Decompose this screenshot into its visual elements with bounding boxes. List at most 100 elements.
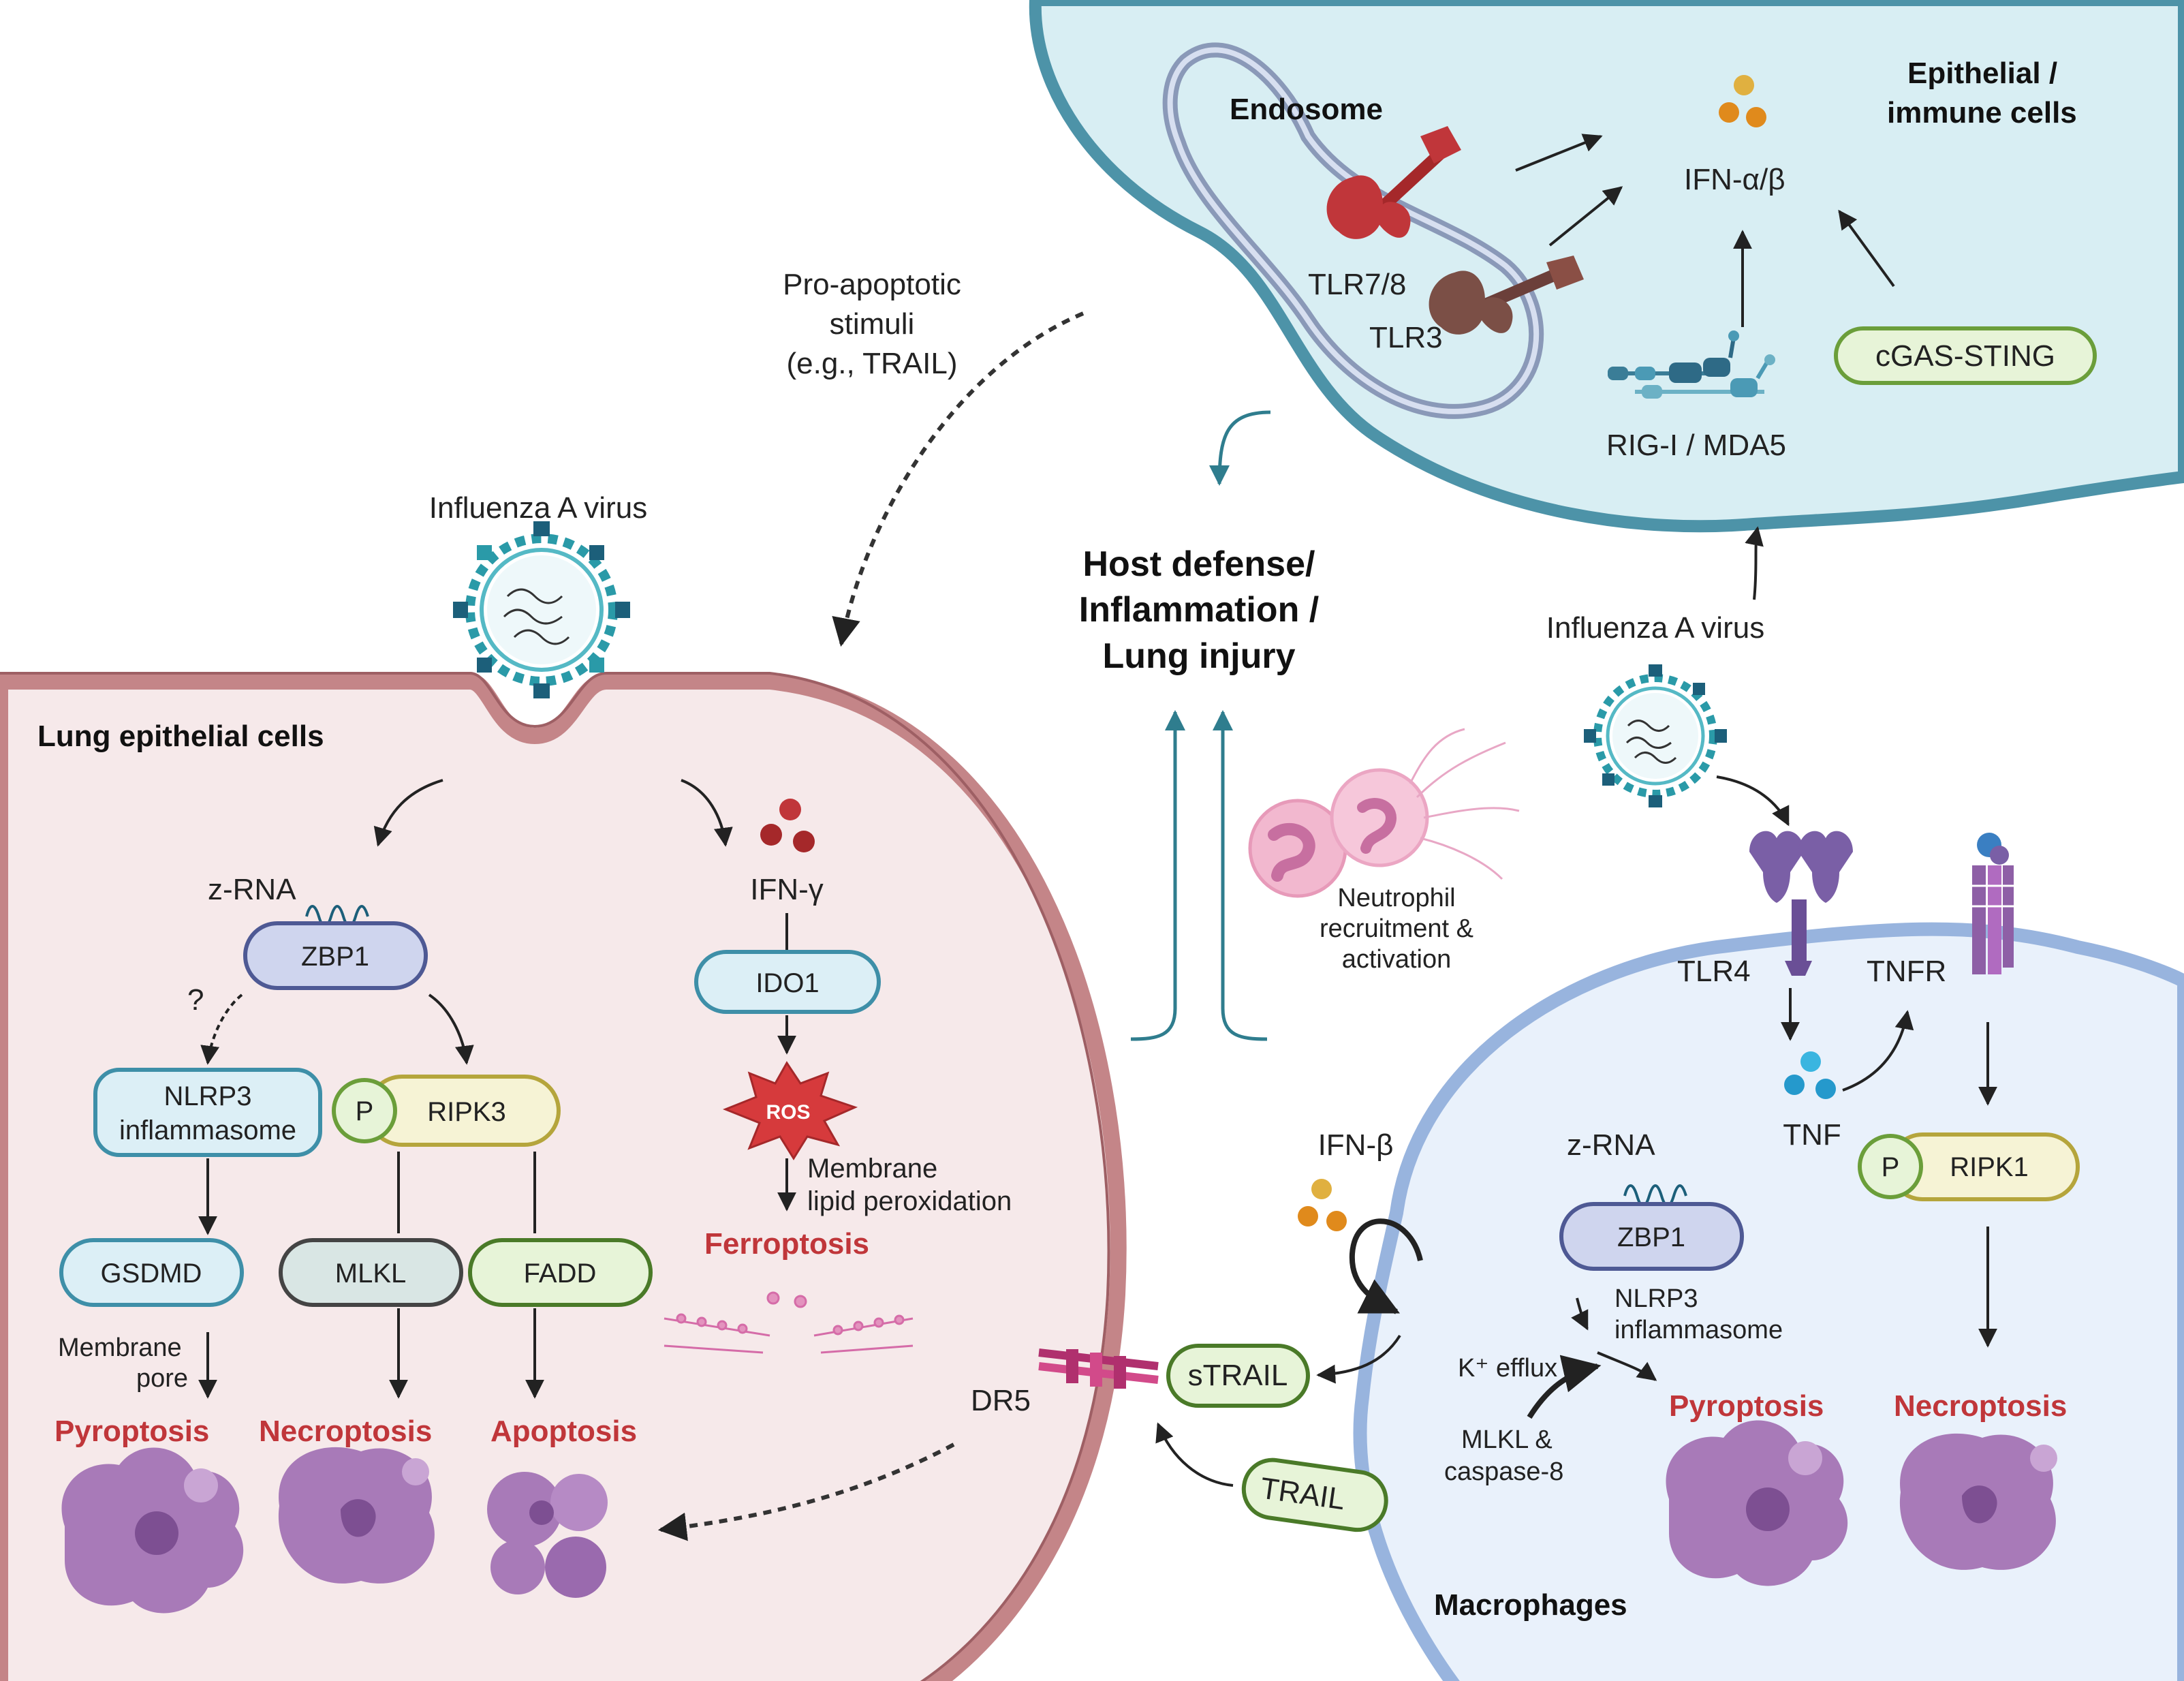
neutrophil-line2: recruitment & [1320, 914, 1473, 943]
lung-pyroptotic-cell-icon [61, 1447, 244, 1614]
ido1-label: IDO1 [755, 968, 819, 998]
cgas-sting-label: cGAS-STING [1875, 339, 2055, 373]
top-cell-title-line2: immune cells [1887, 96, 2077, 129]
lung-virus-label: Influenza A virus [429, 491, 647, 525]
arrow-proapoptotic-dashed [832, 311, 1085, 647]
ifn-beta-label: IFN-β [1318, 1128, 1394, 1162]
trail-membrane-node: TRAIL [1241, 1458, 1388, 1532]
ferroptosis-membrane-icon [664, 1291, 914, 1354]
neutrophil-icon [1248, 728, 1520, 898]
arrow-virus-to-tlr4 [1716, 775, 1790, 827]
arrow-tlr3-to-ifn [1548, 186, 1623, 247]
arrow-lung-to-host [1130, 710, 1185, 1041]
tlr3-label: TLR3 [1369, 321, 1443, 354]
mlkl-node [279, 1238, 463, 1307]
arrow-mlkl-to-kefflux [1527, 1355, 1602, 1419]
k-efflux-label: K⁺ efflux [1458, 1354, 1557, 1383]
fadd-label: FADD [524, 1259, 597, 1289]
ifng-molecules-icon [760, 799, 815, 852]
lung-nlrp3-line2: inflammasome [119, 1115, 296, 1145]
lung-necroptosis-label: Necroptosis [259, 1415, 432, 1448]
arrow-virus-to-topcell [1745, 526, 1764, 600]
lung-ripk3-label: RIPK3 [427, 1097, 506, 1127]
macrophage-pyroptosis-label: Pyroptosis [1669, 1389, 1824, 1423]
lung-cell-title: Lung epithelial cells [37, 720, 324, 753]
ifn-beta-molecules-icon [1298, 1179, 1347, 1231]
arrow-zbp1-to-ripk3 [428, 993, 474, 1065]
arrow-tnf-to-tnfr [1842, 1010, 1914, 1092]
host-defense-line2: Inflammation / [1079, 590, 1319, 630]
macrophage-necroptosis-label: Necroptosis [1894, 1389, 2067, 1423]
pro-apoptotic-line2: stimuli [830, 307, 915, 341]
ripk1-label: RIPK1 [1950, 1152, 2029, 1182]
endosome-label: Endosome [1230, 93, 1383, 126]
macrophage-p-badge [1858, 1134, 1923, 1199]
tlr4-label: TLR4 [1677, 955, 1751, 988]
tlr3-receptor-icon [1429, 256, 1584, 335]
macrophage-zbp1-node [1559, 1202, 1744, 1271]
lung-zbp1-node [243, 921, 428, 990]
arrow-trail-to-dr5 [1155, 1422, 1234, 1487]
macrophage-zrna-strand-icon [1623, 1184, 1687, 1207]
macrophage-nlrp3-line1: NLRP3 [1614, 1284, 1698, 1313]
tlr78-label: TLR7/8 [1308, 268, 1406, 301]
arrow-entry-to-zrna [373, 779, 443, 847]
lung-apoptosis-label: Apoptosis [490, 1415, 637, 1448]
macrophage-title: Macrophages [1434, 1588, 1627, 1622]
membrane-pore-line1: Membrane [58, 1333, 182, 1362]
arrow-entry-to-ifng [681, 779, 733, 847]
macrophage-influenza-virus-icon [1584, 664, 1727, 807]
arrow-topcell-to-host [1209, 410, 1271, 486]
fadd-node [468, 1238, 653, 1307]
ido1-node [694, 950, 881, 1014]
arrow-macro-to-host [1213, 710, 1268, 1041]
ifn-ab-molecules-icon [1719, 75, 1766, 127]
tlr4-receptor-icon [1749, 831, 1853, 976]
lung-p-label: P [356, 1096, 374, 1126]
lung-zbp1-label: ZBP1 [301, 942, 369, 972]
mlkl-caspase-line2: caspase-8 [1444, 1458, 1563, 1486]
macrophage-pyroptotic-cell-icon [1666, 1420, 1848, 1586]
tnf-label: TNF [1783, 1118, 1841, 1152]
macrophage-virus-label: Influenza A virus [1546, 611, 1764, 645]
tnfr-receptor-icon [1969, 833, 2016, 974]
lung-apoptotic-cell-icon [487, 1472, 608, 1598]
macrophage-zbp1-label: ZBP1 [1617, 1222, 1685, 1252]
arrow-dr5-to-apoptosis-dashed [657, 1443, 955, 1541]
mlkl-label: MLKL [335, 1259, 407, 1289]
cgas-sting-node [1834, 326, 2097, 385]
ifn-ab-label: IFN-α/β [1684, 163, 1785, 196]
ferroptosis-label: Ferroptosis [704, 1227, 869, 1261]
mlkl-caspase-line1: MLKL & [1461, 1425, 1553, 1454]
top-cell: Endosome TLR7/8 TLR3 IFN-α/β Epithelial … [1029, 0, 2184, 533]
rig-mda5-label: RIG-I / MDA5 [1606, 429, 1786, 462]
lung-p-badge [332, 1078, 397, 1143]
question-mark: ? [187, 983, 204, 1017]
gsdmd-node [59, 1238, 244, 1307]
rig-mda5-icon [1608, 330, 1775, 399]
membrane-pore-line2: pore [136, 1364, 188, 1393]
arrow-ifn-beta-loop [1349, 1218, 1423, 1314]
arrow-nlrp3-to-pyroptosis-macro [1597, 1351, 1657, 1381]
lipid-line1: Membrane [807, 1154, 937, 1184]
strail-node [1166, 1344, 1310, 1408]
macrophage-cell: Macrophages Influenza A virus TLR4 [1353, 526, 2184, 1681]
neutrophil-line1: Neutrophil [1337, 884, 1455, 912]
gsdmd-label: GSDMD [101, 1259, 202, 1289]
lung-nlrp3-node [93, 1068, 322, 1157]
host-defense-line3: Lung injury [1102, 636, 1295, 676]
tnf-molecules-icon [1784, 1051, 1836, 1099]
top-cell-membrane [1029, 0, 2184, 533]
lung-necroptotic-cell-icon [278, 1447, 435, 1584]
dr5-label: DR5 [971, 1384, 1031, 1417]
top-cell-title-line1: Epithelial / [1907, 57, 2057, 90]
ros-burst-icon [722, 1061, 858, 1160]
pro-apoptotic-line3: (e.g., TRAIL) [786, 347, 957, 380]
ros-label: ROS [766, 1101, 810, 1124]
strail-label: sTRAIL [1188, 1359, 1288, 1392]
tnfr-label: TNFR [1867, 955, 1946, 988]
macrophage-necroptotic-cell-icon [1899, 1433, 2057, 1570]
lung-nlrp3-line1: NLRP3 [164, 1081, 252, 1111]
macrophage-zrna-label: z-RNA [1567, 1128, 1655, 1162]
